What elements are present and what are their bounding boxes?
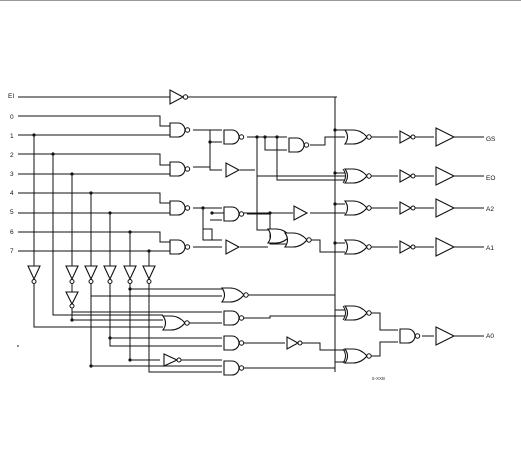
input-inverter-4	[103, 265, 117, 284]
figure-code: 5-XXB	[372, 376, 385, 381]
or-gate-a2	[344, 200, 372, 216]
input-inverter-3	[84, 265, 98, 284]
output-buffer-gs	[435, 127, 456, 147]
xor-gate-eo	[342, 168, 372, 184]
or-gate-c3	[267, 228, 312, 248]
junction-dots	[32, 128, 337, 368]
nand-gate-d2	[223, 310, 245, 326]
input-label-6: 6	[10, 229, 14, 236]
input-inverter-2b	[65, 291, 79, 309]
nand-gate-d4	[223, 335, 245, 351]
output-label-a1: A1	[486, 245, 494, 252]
output-label-gs: GS	[486, 136, 496, 143]
nand-gate-a0	[399, 328, 421, 344]
output-label-a2: A2	[486, 206, 494, 213]
ei-inverter	[169, 89, 189, 105]
input-label-1: 1	[10, 133, 14, 140]
or-gate-gs	[344, 129, 372, 145]
nand-gate-d7	[223, 360, 245, 376]
input-inverter-5	[123, 265, 137, 284]
input-label-0: 0	[10, 114, 14, 121]
nand-gate-4	[169, 200, 191, 216]
output-labels: GS EO A2 A1 A0	[486, 136, 496, 340]
or-gate-a1	[344, 239, 372, 255]
inverter-a2	[399, 201, 416, 215]
nand-gate-0	[169, 122, 191, 138]
buffer-b4	[225, 239, 241, 255]
input-label-5: 5	[10, 209, 14, 216]
inverter-a1	[399, 240, 416, 254]
or-gate-d3	[162, 315, 190, 331]
output-buffer-a2	[435, 198, 456, 218]
buffer-b2	[225, 162, 241, 178]
stray-mark	[17, 345, 19, 347]
input-inverter-1	[27, 265, 41, 284]
input-label-ei: EI	[8, 93, 14, 100]
output-label-a0: A0	[486, 333, 494, 340]
buffer-d6	[163, 353, 182, 367]
nand-gate-b1	[223, 129, 245, 145]
xor-gate-e1	[342, 305, 372, 321]
output-label-eo: EO	[486, 175, 495, 182]
top-border-line	[0, 0, 521, 1]
nand-gate-b3	[223, 206, 245, 222]
input-inverter-2	[65, 265, 79, 284]
input-label-3: 3	[10, 171, 14, 178]
gates	[27, 89, 456, 376]
input-inverter-6	[142, 265, 156, 284]
input-label-7: 7	[10, 248, 14, 255]
or-gate-d1	[221, 287, 249, 303]
buffer-d5	[286, 336, 303, 350]
inverter-gs	[399, 130, 416, 144]
input-labels: EI 0 1 2 3 4 5 6 7	[8, 93, 14, 255]
output-buffer-a0	[435, 326, 456, 346]
nand-gate-2	[169, 161, 191, 177]
nand-gate-6	[169, 239, 191, 255]
buffer-c2	[293, 205, 309, 221]
input-label-4: 4	[10, 190, 14, 197]
input-label-2: 2	[10, 152, 14, 159]
output-buffer-a1	[435, 237, 456, 257]
inverter-eo	[399, 169, 416, 183]
nand-gate-c1	[288, 137, 310, 153]
output-buffer-eo	[435, 166, 456, 186]
xor-gate-e2	[342, 348, 372, 364]
